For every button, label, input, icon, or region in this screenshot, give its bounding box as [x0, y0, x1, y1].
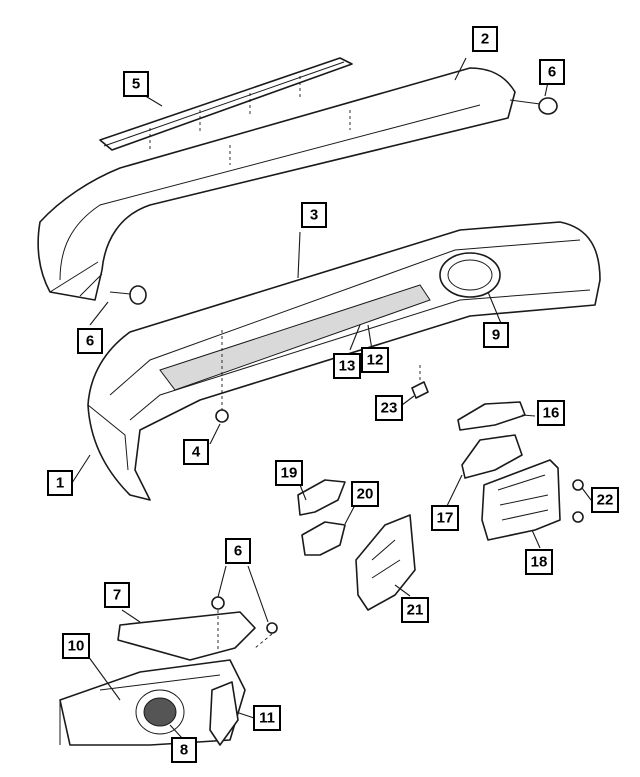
- svg-text:7: 7: [113, 587, 121, 604]
- svg-text:13: 13: [339, 358, 356, 375]
- callout-17: 17: [431, 505, 459, 531]
- svg-text:1: 1: [56, 475, 64, 492]
- svg-text:19: 19: [281, 465, 298, 482]
- nut-part-4: [215, 409, 229, 423]
- svg-text:17: 17: [437, 510, 454, 527]
- svg-text:6: 6: [548, 64, 556, 81]
- callout-6-lower: 6: [225, 538, 251, 564]
- nuts-part-22: [572, 479, 584, 523]
- callout-20: 20: [351, 481, 379, 507]
- bolt-left: [109, 285, 147, 305]
- svg-text:4: 4: [192, 444, 201, 461]
- svg-text:21: 21: [407, 602, 424, 619]
- svg-text:3: 3: [310, 207, 318, 224]
- callout-16: 16: [537, 400, 565, 426]
- callout-7: 7: [104, 582, 130, 608]
- upper-fascia-cover: [37, 67, 516, 301]
- callout-3: 3: [301, 202, 327, 228]
- callout-6-upper-right: 6: [539, 59, 565, 85]
- callout-10: 10: [62, 633, 90, 659]
- svg-text:20: 20: [357, 486, 374, 503]
- svg-text:2: 2: [481, 31, 489, 48]
- callout-12: 12: [361, 347, 389, 373]
- brackets-19-20-21: [297, 479, 416, 611]
- svg-text:11: 11: [259, 710, 275, 727]
- svg-text:16: 16: [543, 405, 560, 422]
- svg-text:18: 18: [531, 554, 548, 571]
- svg-text:9: 9: [492, 327, 500, 344]
- callout-5: 5: [123, 71, 149, 97]
- svg-text:10: 10: [68, 638, 85, 655]
- svg-text:5: 5: [132, 76, 140, 93]
- callout-6-left: 6: [77, 328, 103, 354]
- callout-8: 8: [171, 737, 197, 763]
- top-pad-strip: [99, 57, 353, 151]
- lower-assembly: [59, 596, 278, 746]
- svg-text:22: 22: [597, 492, 614, 509]
- callout-4: 4: [183, 439, 209, 465]
- callout-11: 11: [253, 705, 281, 731]
- svg-text:6: 6: [86, 333, 94, 350]
- callout-23: 23: [375, 395, 403, 421]
- svg-text:12: 12: [367, 352, 384, 369]
- callout-22: 22: [591, 487, 619, 513]
- bolt-upper-right: [509, 97, 558, 115]
- callout-21: 21: [401, 597, 429, 623]
- svg-text:6: 6: [234, 543, 242, 560]
- brackets-16-17-18: [457, 401, 561, 541]
- svg-text:8: 8: [180, 742, 188, 759]
- main-bumper: [87, 221, 601, 501]
- clip-part-23: [411, 365, 429, 399]
- callout-9: 9: [483, 322, 509, 348]
- svg-text:23: 23: [381, 400, 398, 417]
- callout-1: 1: [47, 470, 73, 496]
- callout-18: 18: [525, 549, 553, 575]
- callout-19: 19: [275, 460, 303, 486]
- callout-2: 2: [472, 26, 498, 52]
- callout-13: 13: [333, 353, 361, 379]
